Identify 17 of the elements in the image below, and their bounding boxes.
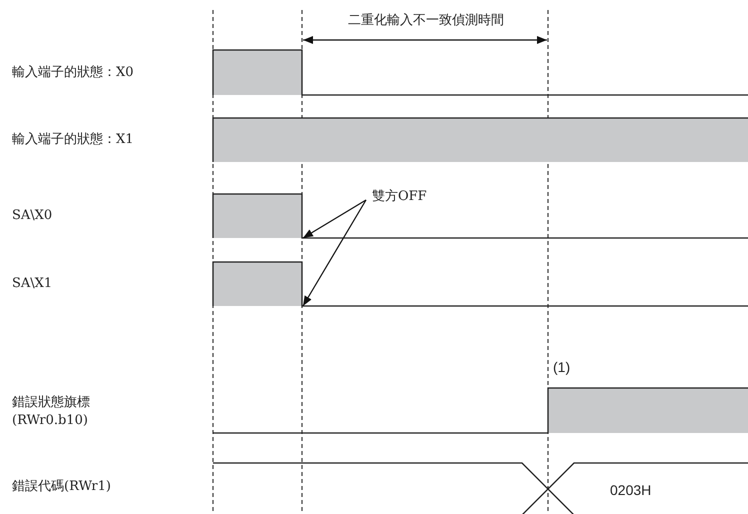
signal-label: SA\X0	[12, 207, 52, 225]
leader-line	[302, 200, 367, 306]
signal-waveform	[212, 462, 748, 514]
leader-line	[302, 199, 366, 239]
signal-waveform	[212, 117, 748, 162]
signal-waveform	[212, 261, 748, 307]
signal-label: 輸入端子的狀態：X0	[12, 64, 134, 82]
signal-label: SA\X1	[12, 275, 52, 293]
signal-label: 輸入端子的狀態：X1	[12, 131, 134, 149]
dimension-label: 二重化輸入不一致偵測時間	[347, 12, 505, 30]
signal-waveform	[212, 49, 748, 96]
bus-value: 0203H	[610, 481, 652, 499]
callout-number: (1)	[553, 358, 570, 376]
signal-label: 錯誤狀態旗標(RWr0.b10)	[12, 394, 91, 430]
note-text: 雙方OFF	[372, 188, 427, 206]
signal-waveform	[213, 387, 748, 434]
signal-label: 錯誤代碼(RWr1)	[12, 478, 111, 496]
